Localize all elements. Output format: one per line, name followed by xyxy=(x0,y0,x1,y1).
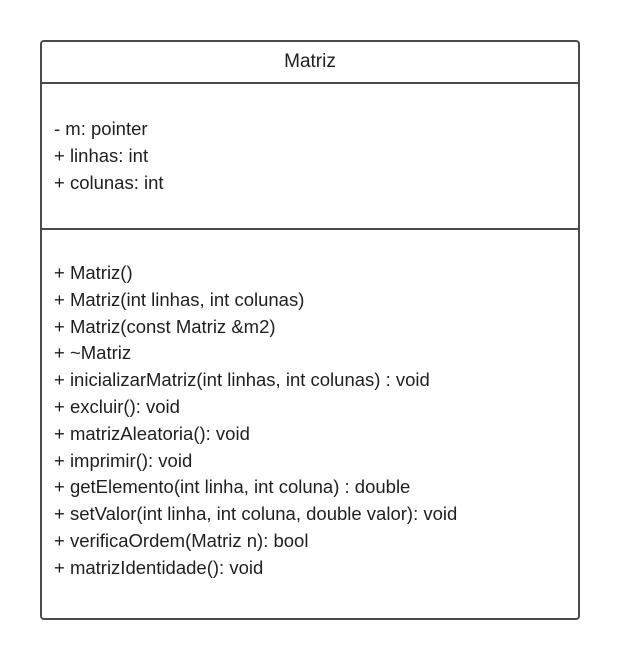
method-item: + inicializarMatriz(int linhas, int colu… xyxy=(54,369,430,391)
attribute-item: - m: pointer xyxy=(54,118,148,139)
method-item: + ~Matriz xyxy=(54,342,132,364)
class-name-compartment: Matriz xyxy=(42,42,578,84)
method-item: + imprimir(): void xyxy=(54,449,193,471)
method-item: + getElemento(int linha, int coluna) : d… xyxy=(54,476,411,498)
method-item: + Matriz(int linhas, int colunas) xyxy=(54,288,305,310)
attribute-item: + linhas: int xyxy=(54,144,149,166)
uml-class-box[interactable]: Matriz - m: pointer + linhas: int + colu… xyxy=(40,40,580,620)
method-item: + excluir(): void xyxy=(54,395,180,417)
class-name: Matriz xyxy=(284,51,336,72)
method-item: + matrizAleatoria(): void xyxy=(54,422,250,444)
attribute-item: + colunas: int xyxy=(54,171,164,193)
methods-compartment: + Matriz() + Matriz(int linhas, int colu… xyxy=(42,230,578,582)
method-item: + Matriz(const Matriz &m2) xyxy=(54,315,276,337)
method-item: + setValor(int linha, int coluna, double… xyxy=(54,503,458,525)
attributes-compartment: - m: pointer + linhas: int + colunas: in… xyxy=(42,84,578,230)
method-item: + matrizIdentidade(): void xyxy=(54,556,264,578)
method-item: + Matriz() xyxy=(54,262,133,283)
method-item: + verificaOrdem(Matriz n): bool xyxy=(54,529,309,551)
